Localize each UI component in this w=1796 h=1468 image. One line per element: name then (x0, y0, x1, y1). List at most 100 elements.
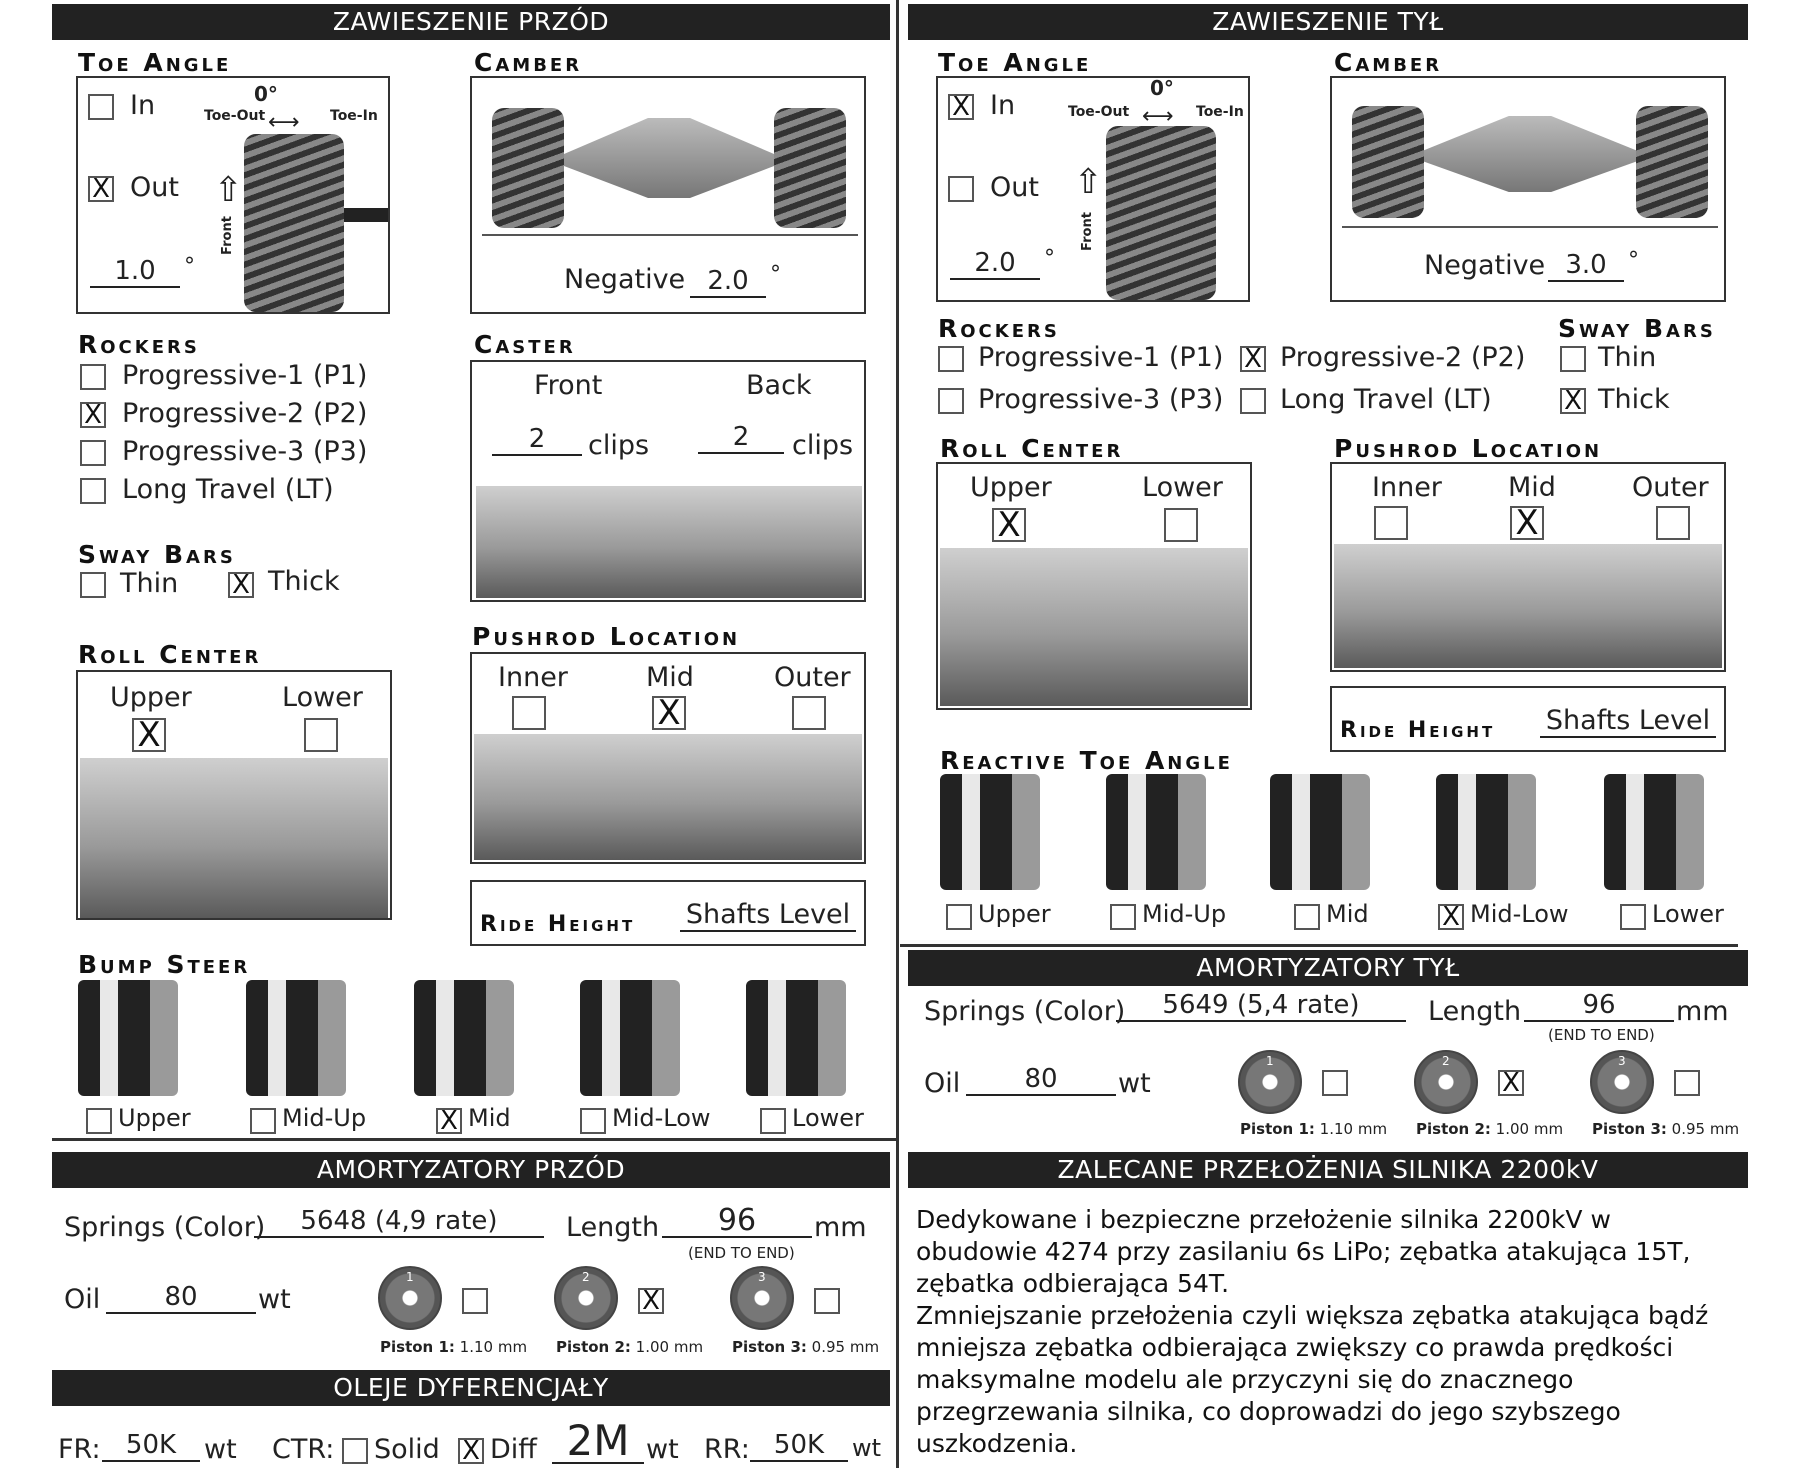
rear-camber-ground-line (1342, 226, 1718, 228)
rear-springs-value[interactable]: 5649 (5,4 rate) (1116, 990, 1406, 1022)
rear-roll-upper-checkbox[interactable]: X (992, 508, 1026, 542)
diff-fr-value[interactable]: 50K (102, 1430, 200, 1462)
rear-oil-value[interactable]: 80 (966, 1064, 1116, 1096)
rear-pushrod-outer-label: Outer (1632, 472, 1709, 503)
rear-sway-thick-checkbox[interactable]: X (1560, 388, 1586, 414)
diff-rr-label: RR: (704, 1434, 750, 1465)
rear-rocker-lt-checkbox[interactable] (1240, 388, 1266, 414)
front-roll-lower-checkbox[interactable] (304, 718, 338, 752)
bump-upper-checkbox[interactable] (86, 1108, 112, 1134)
front-length-value[interactable]: 96 (662, 1206, 812, 1238)
rear-piston-3-checkbox[interactable] (1674, 1070, 1700, 1096)
reactive-upper-checkbox[interactable] (946, 904, 972, 930)
diff-ctr-value[interactable]: 2M (552, 1420, 644, 1464)
rear-toe-value[interactable]: 2.0 (950, 248, 1040, 280)
front-rocker-p3-checkbox[interactable] (80, 440, 106, 466)
front-sway-thick-checkbox[interactable]: X (228, 572, 254, 598)
diff-solid-checkbox[interactable] (342, 1438, 368, 1464)
rear-roll-panel: Upper Lower X (936, 462, 1252, 710)
rear-roll-upper-label: Upper (970, 472, 1052, 503)
front-caster-back-value[interactable]: 2 (698, 422, 784, 454)
toe-arrow-icon: ⟷ (268, 110, 300, 135)
rear-pushrod-mid-checkbox[interactable]: X (1510, 506, 1544, 540)
rear-piston-1-icon (1238, 1050, 1302, 1114)
rear-toe-panel: X In Out 2.0 ° 0° Toe-Out Toe-In ⟷ ⇧ Fro… (936, 76, 1250, 302)
front-ride-height-title: Ride Height (480, 912, 636, 937)
front-pushrod-inner-checkbox[interactable] (512, 696, 546, 730)
front-piston-1-caption: Piston 1: 1.10 mm (380, 1338, 527, 1356)
front-pushrod-outer-label: Outer (774, 662, 851, 693)
front-pushrod-title: Pushrod Location (472, 622, 741, 651)
bump-mid-checkbox[interactable]: X (436, 1108, 462, 1134)
gearing-line-4: Zmniejszanie przełożenia czyli większa z… (916, 1301, 1709, 1330)
front-springs-value[interactable]: 5648 (4,9 rate) (254, 1206, 544, 1238)
rear-front-arrow-icon: ⇧ (1074, 162, 1103, 202)
rear-rocker-p2-label: Progressive-2 (P2) (1280, 342, 1526, 373)
bump-lower-checkbox[interactable] (760, 1108, 786, 1134)
rear-camber-arms (1424, 116, 1636, 192)
front-roll-upper-label: Upper (110, 682, 192, 713)
rear-piston-2-icon (1414, 1050, 1478, 1114)
front-piston-2-num: 2 (582, 1270, 590, 1284)
front-pushrod-panel: Inner Mid Outer X (470, 652, 866, 864)
rear-toe-in-arrow-label: Toe-In (1196, 104, 1244, 120)
rear-toe-zero: 0° (1150, 76, 1174, 100)
rear-toe-out-label: Out (990, 172, 1039, 203)
rear-roll-lower-checkbox[interactable] (1164, 508, 1198, 542)
front-toe-panel: In X Out 1.0 ° 0° Toe-Out Toe-In ⟷ ⇧ Fro… (76, 76, 390, 314)
rear-piston-3-size: 0.95 mm (1671, 1120, 1740, 1138)
front-roll-title: Roll Center (78, 640, 262, 669)
front-toe-value[interactable]: 1.0 (90, 256, 180, 288)
rear-rocker-p2-checkbox[interactable]: X (1240, 346, 1266, 372)
front-roll-upper-checkbox[interactable]: X (132, 718, 166, 752)
front-pushrod-outer-checkbox[interactable] (792, 696, 826, 730)
front-piston-1-icon (378, 1266, 442, 1330)
front-pushrod-mid-checkbox[interactable]: X (652, 696, 686, 730)
front-rocker-lt-checkbox[interactable] (80, 478, 106, 504)
rear-length-value[interactable]: 96 (1524, 990, 1674, 1022)
rear-sway-thin-checkbox[interactable] (1560, 346, 1586, 372)
gearing-line-5: mniejsza zębatka odbierająca zwiększy co… (916, 1333, 1674, 1362)
front-caster-front-value[interactable]: 2 (492, 424, 582, 456)
rear-toe-in-checkbox[interactable]: X (948, 94, 974, 120)
rear-ride-height-value[interactable]: Shafts Level (1540, 706, 1716, 738)
rear-pushrod-inner-checkbox[interactable] (1374, 506, 1408, 540)
rear-rocker-p1-checkbox[interactable] (938, 346, 964, 372)
rear-rocker-p3-checkbox[interactable] (938, 388, 964, 414)
front-camber-value[interactable]: 2.0 (690, 266, 766, 298)
diff-fr-label: FR: (58, 1434, 101, 1465)
reactive-midup-checkbox[interactable] (1110, 904, 1136, 930)
rear-toe-out-checkbox[interactable] (948, 176, 974, 202)
reactive-midup-image (1106, 774, 1206, 890)
rear-piston-1-checkbox[interactable] (1322, 1070, 1348, 1096)
bump-midlow-label: Mid-Low (612, 1104, 711, 1132)
reactive-lower-checkbox[interactable] (1620, 904, 1646, 930)
rear-camber-value[interactable]: 3.0 (1548, 250, 1624, 282)
rear-pushrod-outer-checkbox[interactable] (1656, 506, 1690, 540)
reactive-upper-label: Upper (978, 900, 1051, 928)
front-ride-height-value[interactable]: Shafts Level (680, 900, 856, 932)
bump-midup-checkbox[interactable] (250, 1108, 276, 1134)
front-piston-2-size: 1.00 mm (635, 1338, 704, 1356)
front-rocker-lt-label: Long Travel (LT) (122, 474, 334, 505)
reactive-mid-checkbox[interactable] (1294, 904, 1320, 930)
front-piston-3-checkbox[interactable] (814, 1288, 840, 1314)
bump-midlow-checkbox[interactable] (580, 1108, 606, 1134)
rear-roll-lower-label: Lower (1142, 472, 1223, 503)
front-rocker-p2-checkbox[interactable]: X (80, 402, 106, 428)
front-piston-3-caption: Piston 3: 0.95 mm (732, 1338, 879, 1356)
diff-diff-checkbox[interactable]: X (458, 1438, 484, 1464)
front-toe-in-checkbox[interactable] (88, 94, 114, 120)
front-toe-out-checkbox[interactable]: X (88, 176, 114, 202)
front-sway-thin-checkbox[interactable] (80, 572, 106, 598)
front-toe-in-label: In (130, 90, 156, 121)
diff-rr-value[interactable]: 50K (750, 1430, 848, 1462)
diff-fr-wt: wt (204, 1434, 237, 1465)
front-oil-value[interactable]: 80 (106, 1282, 256, 1314)
front-rocker-p1-checkbox[interactable] (80, 364, 106, 390)
rear-piston-2-checkbox[interactable]: X (1498, 1070, 1524, 1096)
front-piston-2-caption: Piston 2: 1.00 mm (556, 1338, 703, 1356)
front-piston-2-checkbox[interactable]: X (638, 1288, 664, 1314)
front-piston-1-checkbox[interactable] (462, 1288, 488, 1314)
reactive-midlow-checkbox[interactable]: X (1438, 904, 1464, 930)
